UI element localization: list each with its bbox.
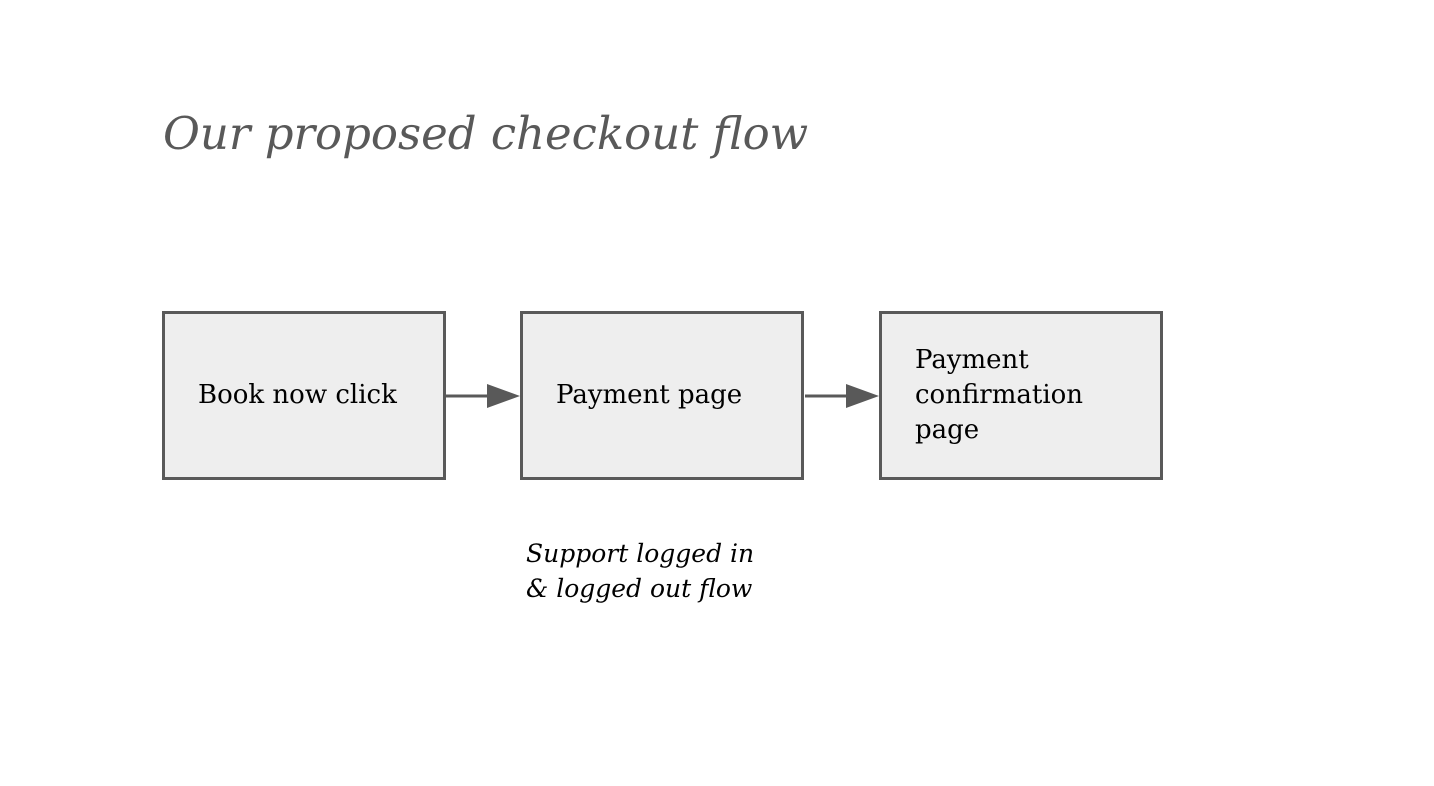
arrowhead-icon xyxy=(487,384,520,408)
connector-payment-to-confirmation xyxy=(805,384,879,408)
flow-note-line: & logged out flow xyxy=(526,574,753,603)
page-title: Our proposed checkout flow xyxy=(163,107,809,160)
connector-book-now-to-payment xyxy=(446,384,520,408)
arrowhead-icon xyxy=(846,384,879,408)
flow-note: Support logged in & logged out flow xyxy=(526,536,786,606)
flow-step-label: Book now click xyxy=(198,380,397,410)
flow-note-line: Support logged in xyxy=(526,539,755,568)
flow-step-book-now-click[interactable]: Book now click xyxy=(162,311,446,480)
flow-step-payment-page[interactable]: Payment page xyxy=(520,311,804,480)
flow-step-label: Payment confirmation page xyxy=(915,345,1084,445)
flow-step-payment-confirmation-page[interactable]: Payment confirmation page xyxy=(879,311,1163,480)
flow-step-label: Payment page xyxy=(556,380,743,410)
